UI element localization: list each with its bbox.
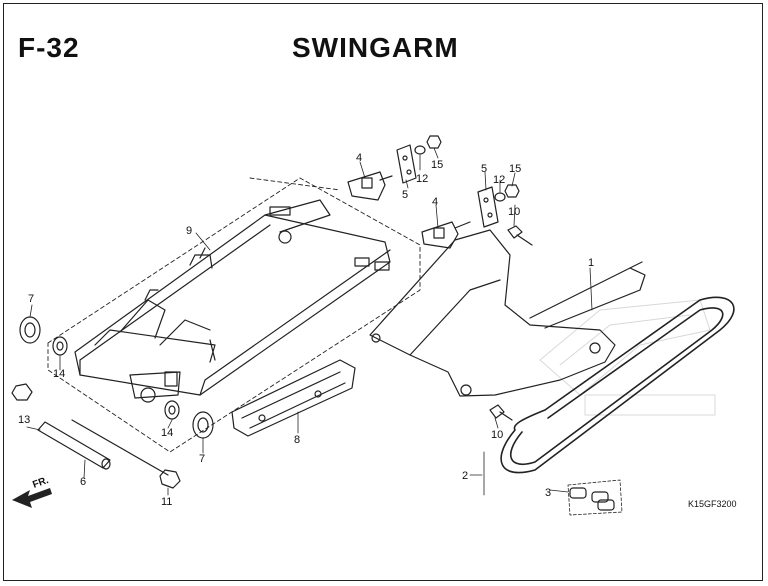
bushing-14-right	[164, 400, 180, 420]
drive-chain	[500, 296, 735, 474]
diagram-frame	[3, 3, 763, 581]
pivot-shaft	[37, 421, 111, 470]
callout-label: 7	[199, 453, 205, 465]
seal-7-right	[192, 411, 214, 439]
callout-label: 6	[80, 476, 86, 488]
callout-label: 12	[416, 173, 428, 185]
figure-code: F-32	[18, 32, 80, 63]
bolt-10-top	[507, 225, 533, 246]
callout-label: 5	[402, 189, 408, 201]
nut-15-left	[426, 135, 442, 149]
front-direction-label: FR.	[31, 475, 50, 491]
washer-12-right	[494, 192, 506, 202]
callout-label: 13	[18, 414, 30, 426]
callout-label: 11	[161, 496, 172, 508]
chain-case	[369, 229, 646, 397]
figure-title: SWINGARM	[292, 32, 459, 63]
bushing-14-left	[52, 336, 68, 356]
washer-12-left	[414, 145, 426, 155]
callout-label: 12	[493, 174, 505, 186]
master-link	[567, 479, 623, 516]
nut-15-right	[504, 184, 520, 198]
swingarm-body	[74, 199, 391, 403]
callout-label: 7	[28, 293, 34, 305]
pivot-bolt	[71, 419, 181, 489]
callout-label: 15	[509, 163, 521, 175]
leader-lines	[26, 147, 593, 496]
bracket-4-right	[421, 221, 471, 249]
callout-label: 3	[545, 487, 551, 499]
callout-label: 2	[462, 470, 468, 482]
chain-slider	[231, 359, 356, 437]
callout-label: 5	[481, 163, 487, 175]
reference-code: K15GF3200	[688, 499, 737, 509]
callout-label: 1	[588, 257, 594, 269]
bolt-10-bottom	[489, 404, 513, 421]
nut-13	[11, 383, 33, 401]
callout-label: 4	[356, 152, 362, 164]
part-callouts: 1 2 3 4 4 5 5 6 7 7 8 9 10 10 11 12 12 1…	[18, 152, 594, 508]
callout-label: 4	[432, 196, 438, 208]
plate-5-right	[477, 186, 499, 228]
front-direction-arrow-icon	[12, 488, 52, 508]
callout-label: 14	[53, 368, 65, 380]
bracket-4-left	[347, 171, 393, 201]
callout-label: 8	[294, 434, 300, 446]
callout-label: 10	[491, 429, 503, 441]
callout-label: 10	[508, 206, 520, 218]
callout-label: 15	[431, 159, 443, 171]
callout-label: 14	[161, 427, 173, 439]
callout-label: 9	[186, 225, 192, 237]
assembly-box	[47, 177, 421, 453]
plate-5-left	[396, 144, 417, 184]
seal-7-left	[19, 316, 41, 344]
